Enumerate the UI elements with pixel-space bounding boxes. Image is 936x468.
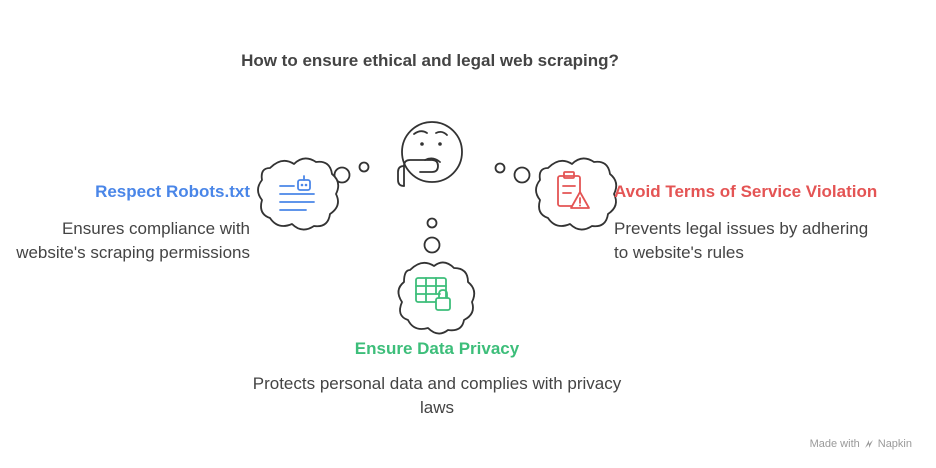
watermark-prefix: Made with [809, 438, 860, 450]
privacy-description: Protects personal data and complies with… [252, 374, 622, 417]
locked-table-icon [397, 261, 476, 335]
tos-description: Prevents legal issues by adhering to web… [614, 219, 869, 262]
thought-bubbles-right [494, 162, 531, 184]
clipboard-warning-icon [535, 157, 618, 231]
watermark-brand: Napkin [877, 438, 912, 450]
diagram-title: How to ensure ethical and legal web scra… [241, 51, 619, 70]
robots-description: Ensures compliance with website's scrapi… [16, 219, 250, 262]
tos-heading: Avoid Terms of Service Violation [614, 182, 878, 201]
privacy-heading: Ensure Data Privacy [354, 339, 520, 358]
robot-document-icon [257, 157, 340, 231]
napkin-watermark[interactable]: Made with Napkin [810, 438, 912, 450]
thought-bubbles-left [333, 161, 370, 184]
thinking-face-icon [397, 121, 463, 187]
thought-bubbles-down [423, 217, 441, 254]
robots-heading: Respect Robots.txt [95, 182, 250, 201]
napkin-logo-icon [864, 440, 873, 448]
